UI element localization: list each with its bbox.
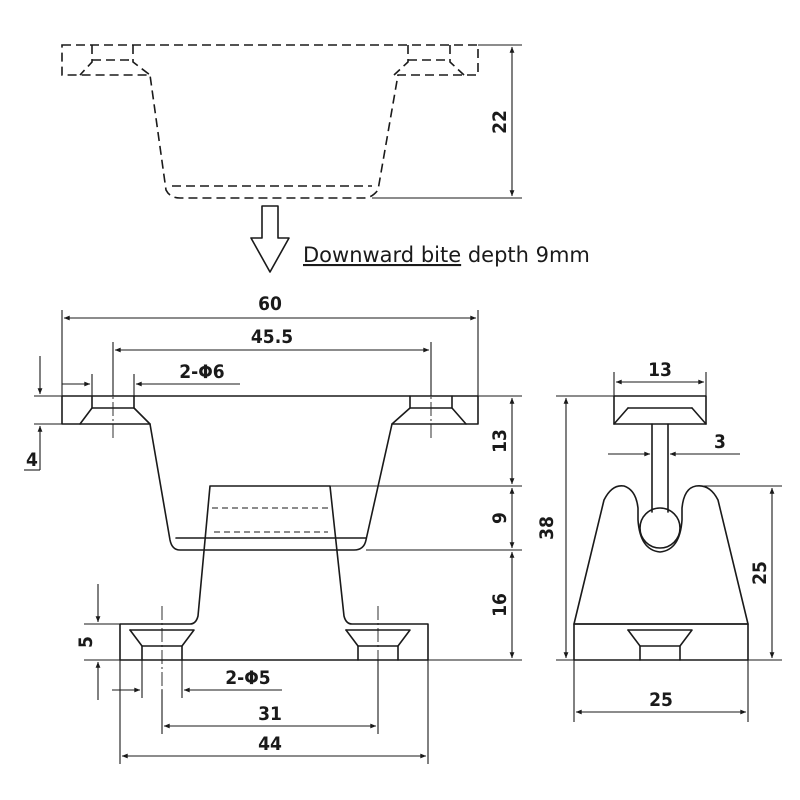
- down-arrow-icon: [250, 205, 290, 273]
- dim-flange-thickness-label: 4: [26, 449, 38, 471]
- dim-base-width: 44: [119, 660, 429, 764]
- dim-side-body-height-label: 25: [749, 561, 771, 585]
- dim-bottom-holes: 2-Φ5: [112, 660, 282, 698]
- front-view: [61, 380, 479, 690]
- top-part-dashed-view: [61, 44, 479, 199]
- dim-hole-spacing-top-label: 45.5: [251, 326, 293, 348]
- bite-depth-note: Downward bite depth 9mm: [303, 243, 590, 267]
- dim-hole-spacing-top: 45.5: [112, 326, 432, 396]
- dim-side-base-width: 25: [573, 660, 749, 722]
- bite-note-underlined: Downward bite: [303, 243, 461, 267]
- dim-side-base-width-label: 25: [649, 689, 673, 711]
- dim-side-top-width: 13: [613, 359, 707, 396]
- dim-right-stack: 13 9 16: [330, 395, 522, 661]
- dim-bottom-holes-label: 2-Φ5: [225, 667, 270, 689]
- dim-lower-height-label: 16: [489, 593, 511, 617]
- dim-bite-depth-label: 9: [489, 512, 511, 524]
- dim-side-neck-width: 3: [608, 431, 740, 457]
- dim-hole-spacing-bottom: 31: [161, 660, 379, 734]
- dim-overall-width-label: 60: [258, 293, 282, 315]
- dim-base-width-label: 44: [258, 733, 282, 755]
- dim-base-thickness: 5: [75, 584, 120, 700]
- bite-note-rest: depth 9mm: [461, 243, 590, 267]
- dim-base-thickness-label: 5: [75, 636, 97, 648]
- dim-overall-width: 60: [61, 293, 479, 396]
- dim-hole-spacing-bottom-label: 31: [258, 703, 282, 725]
- dim-side-total-height: 38: [536, 395, 614, 661]
- dim-top-holes-label: 2-Φ6: [179, 361, 224, 383]
- dim-flange-thickness: 4: [24, 356, 62, 471]
- dim-side-body-height: 25: [700, 485, 782, 661]
- dim-side-total-height-label: 38: [536, 516, 558, 540]
- dim-top-height: 22: [372, 44, 522, 199]
- dim-upper-height-label: 13: [489, 429, 511, 453]
- dim-top-height-label: 22: [489, 110, 511, 134]
- dim-side-neck-width-label: 3: [714, 431, 726, 453]
- dim-side-top-width-label: 13: [648, 359, 672, 381]
- dim-top-holes: 2-Φ6: [62, 361, 240, 396]
